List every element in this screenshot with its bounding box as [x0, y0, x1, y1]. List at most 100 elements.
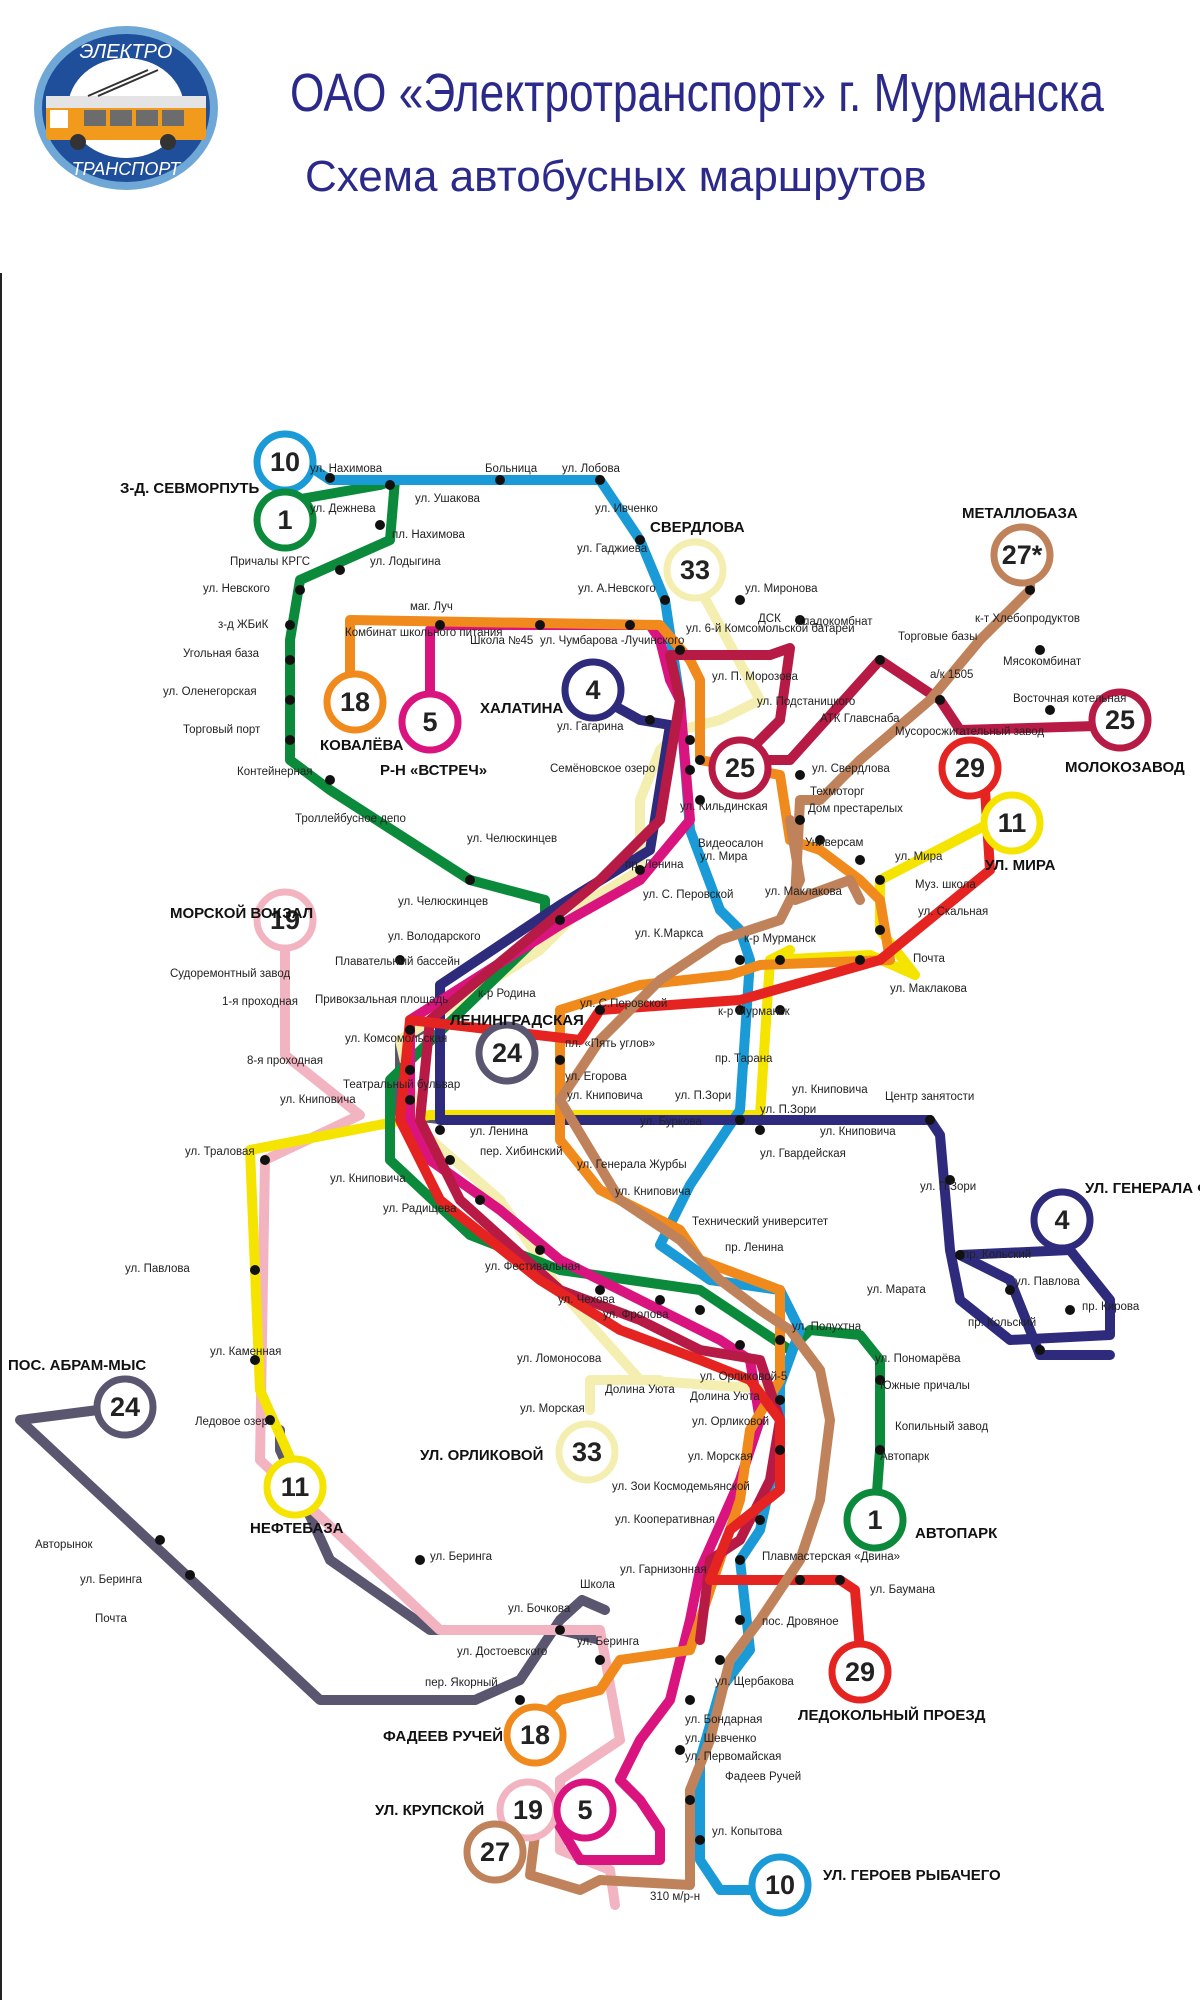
stop-label: Школа [580, 1579, 616, 1591]
stop-marker [253, 888, 317, 952]
route-number: 11 [998, 808, 1027, 838]
stop-label: Почта [913, 953, 946, 965]
stop-marker [595, 1005, 605, 1015]
stop-label: ул. Кильдинская [680, 801, 768, 813]
terminal-4-frolova: 4 [1030, 1188, 1094, 1252]
stop-label: ул. Мира [700, 851, 748, 863]
stop-marker [335, 565, 345, 575]
stop-label: ул. Каменная [210, 1346, 281, 1358]
stop-marker [595, 1285, 605, 1295]
stop-label: ул. Лодыгина [370, 556, 441, 568]
stop-marker [1035, 1345, 1045, 1355]
stop-label: ул. Щербакова [715, 1676, 794, 1688]
route-number: 29 [845, 1657, 875, 1687]
stop-label: Школа №45 [470, 635, 533, 647]
stop-marker [755, 1515, 765, 1525]
stop-label: к-т Хлебопродуктов [975, 613, 1080, 625]
stop-label: Причалы КРГС [230, 556, 310, 568]
stop-marker [395, 955, 405, 965]
stop-marker [475, 1021, 539, 1085]
stop-marker [405, 1065, 415, 1075]
stop-label: ул. 6-й Комсомольской батареи [686, 623, 855, 635]
terminal-name: КОВАЛЁВА [320, 737, 404, 754]
stop-label: ул. Пономарёва [875, 1353, 961, 1365]
stop-marker [635, 535, 645, 545]
stop-marker [555, 1055, 565, 1065]
stop-marker [385, 480, 395, 490]
stop-marker [735, 595, 745, 605]
stop-marker [185, 1570, 195, 1580]
stop-label: ул. Дежнева [310, 503, 376, 515]
stop-marker [555, 1625, 565, 1635]
stop-label: ул. Лобова [562, 463, 621, 475]
stop-label: ул. Радищева [383, 1203, 457, 1215]
terminal-18-north: 18 [323, 670, 387, 734]
route-number: 27 [480, 1837, 510, 1867]
route-24-line [15, 1405, 610, 1705]
stop-marker [775, 1395, 785, 1405]
stop-marker [735, 1555, 745, 1565]
stop-marker [945, 1175, 955, 1185]
stop-label: ул. П. Морозова [712, 671, 799, 683]
terminal-name: МЕТАЛЛОБАЗА [962, 505, 1078, 522]
stop-label: пр. Ленина [725, 1242, 784, 1254]
stop-label: ул. Полухтна [792, 1321, 862, 1333]
stop-label: пр. Кольский [968, 1317, 1036, 1329]
stop-marker [250, 1355, 260, 1365]
route-33-line [585, 1375, 665, 1415]
stop-marker [775, 955, 785, 965]
stop-marker [253, 488, 317, 552]
stop-marker [250, 1265, 260, 1275]
stop-marker [695, 1305, 705, 1315]
terminal-1-avtopark: 1 [843, 1488, 907, 1552]
stop-label: Комбинат школьного питания [345, 627, 503, 639]
stop-marker [938, 736, 1002, 800]
stop-label: Дом престарелых [808, 803, 903, 815]
stop-label: ул. Ушакова [415, 493, 481, 505]
terminal-name: НЕФТЕБАЗА [250, 1520, 344, 1537]
stop-label: ул. Ивченко [595, 503, 658, 515]
stop-label: Театральный бульвар [343, 1079, 460, 1091]
route-number: 18 [340, 687, 370, 717]
stop-marker [855, 955, 865, 965]
stop-label: пр. Тарана [715, 1053, 773, 1065]
stop-marker [795, 770, 805, 780]
stop-label: к-р Родина [478, 988, 536, 1000]
svg-text:ТРАНСПОРТ: ТРАНСПОРТ [72, 159, 183, 179]
stop-label: ул. Шевченко [685, 1733, 756, 1745]
stop-marker [685, 765, 695, 775]
stop-marker [553, 1778, 617, 1842]
stop-label: Угольная база [183, 648, 260, 660]
stop-marker [715, 1655, 725, 1665]
stop-marker [435, 620, 445, 630]
stop-marker [990, 523, 1054, 587]
route-number: 33 [572, 1437, 602, 1467]
stop-marker [875, 655, 885, 665]
stop-marker [835, 1575, 845, 1585]
stop-label: Долина Уюта [605, 1384, 675, 1396]
stop-label: пер. Хибинский [480, 1146, 563, 1158]
stop-marker [655, 1295, 665, 1305]
stop-marker [855, 855, 865, 865]
route-number: 10 [270, 447, 300, 477]
stop-label: пр. Ленина [625, 859, 684, 871]
trolleybus-icon [46, 69, 206, 150]
stop-label: Привокзальная площадь [315, 994, 448, 1006]
stop-marker [595, 1655, 605, 1665]
route-number: 19 [513, 1795, 543, 1825]
stop-marker [955, 1250, 965, 1260]
terminal-name: ЛЕДОКОЛЬНЫЙ ПРОЕЗД [798, 1706, 986, 1724]
terminal-name: УЛ. ГЕРОЕВ РЫБАЧЕГО [823, 1867, 1001, 1884]
stop-marker [735, 1340, 745, 1350]
stop-label: Торговые базы [898, 631, 977, 643]
terminal-29-ledokolny: 29 [828, 1640, 892, 1704]
stop-label: ул. П.Зори [920, 1181, 976, 1193]
terminal-11-mira: 11 [980, 791, 1044, 855]
stop-label: ул. Зои Космодемьянской [612, 1481, 750, 1493]
terminal-24-leningradskaya: 24 [475, 1021, 539, 1085]
terminal-29-north: 29 [938, 736, 1002, 800]
stop-marker [155, 1535, 165, 1545]
route-number: 4 [585, 675, 600, 705]
stop-label: ул. Челюскинцев [467, 833, 557, 845]
terminal-name: МОРСКОЙ ВОКЗАЛ [170, 904, 313, 922]
